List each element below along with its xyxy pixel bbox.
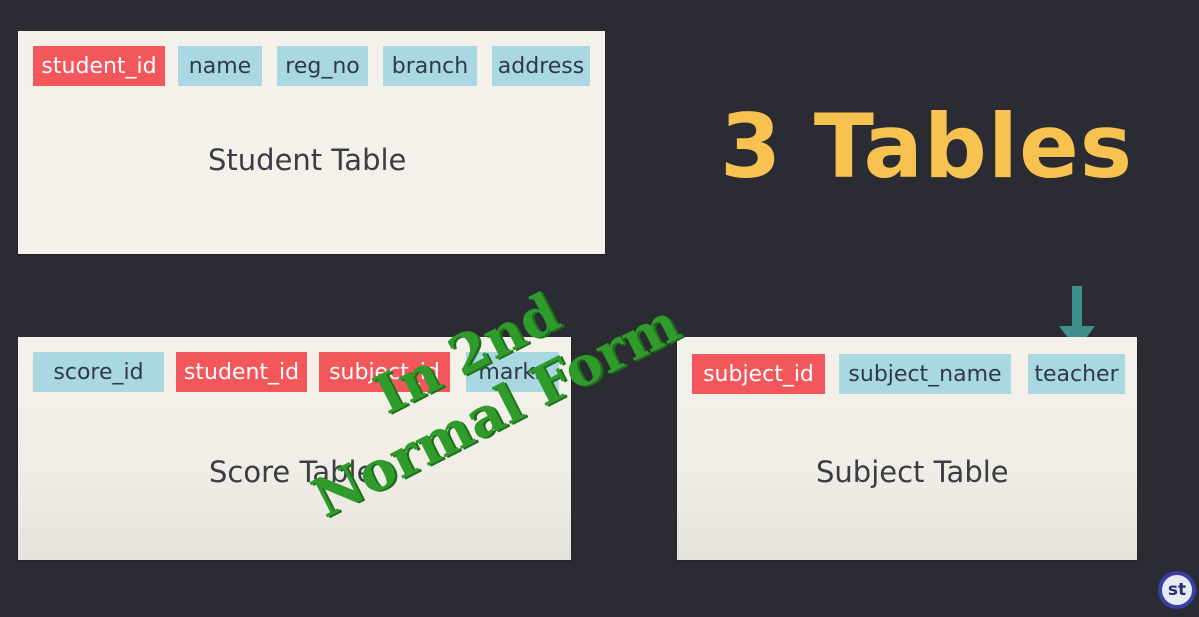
logo-text: st: [1167, 580, 1187, 600]
column-chip-branch: branch: [383, 46, 477, 86]
column-chip-score-id: score_id: [33, 352, 164, 392]
student-table-label: Student Table: [208, 143, 407, 177]
student-table-card: student_id name reg_no branch address St…: [18, 31, 605, 254]
column-chip-student-id: student_id: [176, 352, 307, 392]
subject-table-card: subject_id subject_name teacher Subject …: [677, 337, 1137, 560]
column-chip-subject-name: subject_name: [839, 354, 1011, 394]
score-table-label: Score Table: [209, 455, 375, 489]
slide-title: 3 Tables: [720, 95, 1134, 198]
score-table-card: score_id student_id subject_id marks Sco…: [18, 337, 571, 560]
column-chip-subject-id: subject_id: [319, 352, 450, 392]
channel-logo[interactable]: st: [1158, 571, 1196, 609]
subject-table-label: Subject Table: [816, 455, 1009, 489]
column-chip-name: name: [178, 46, 262, 86]
column-chip-subject-id: subject_id: [692, 354, 825, 394]
column-chip-address: address: [492, 46, 590, 86]
column-chip-reg-no: reg_no: [277, 46, 368, 86]
column-chip-student-id: student_id: [33, 46, 165, 86]
column-chip-marks: marks: [466, 352, 559, 392]
column-chip-teacher: teacher: [1028, 354, 1125, 394]
